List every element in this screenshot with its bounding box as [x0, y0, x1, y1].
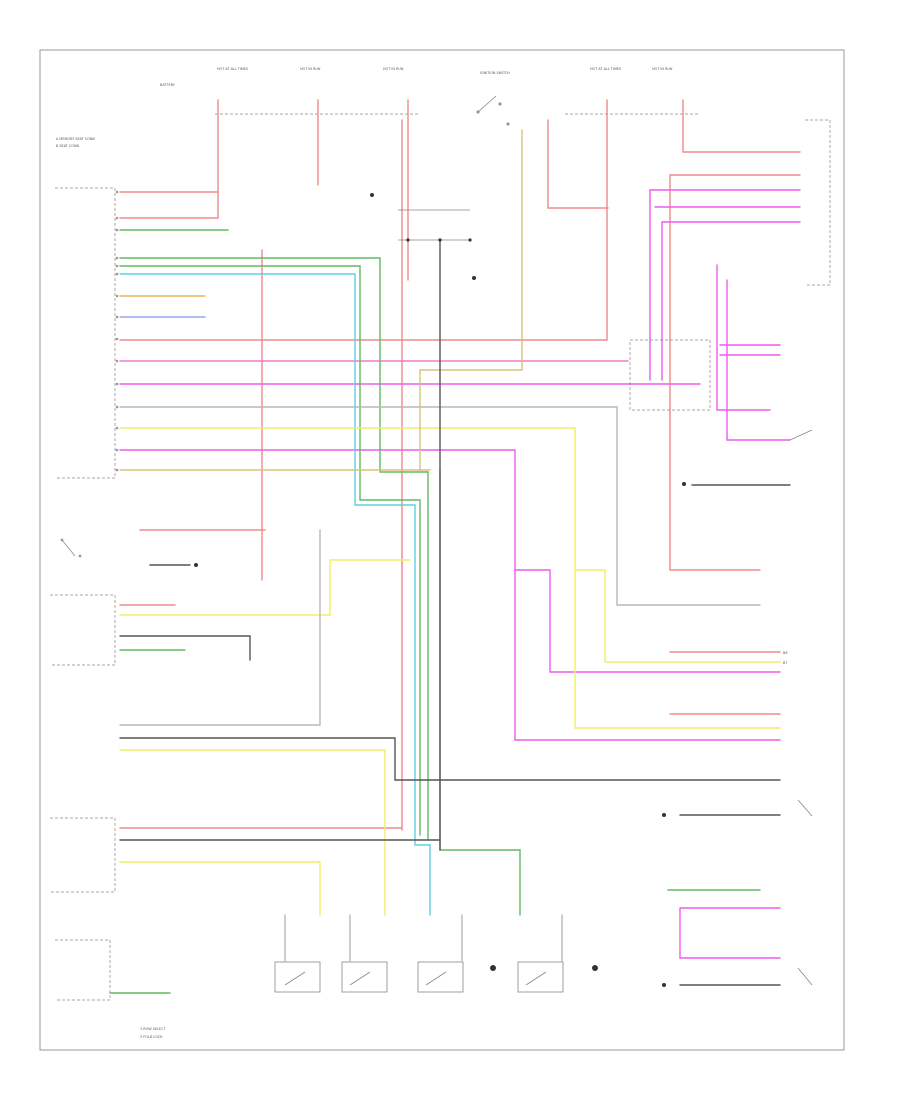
- splice-block: [370, 193, 476, 280]
- component-stubs: [284, 914, 563, 963]
- fold-switch-box: [55, 939, 111, 1001]
- wire-yellow-left-low: [119, 749, 386, 916]
- pin-b7: B7: [783, 661, 787, 665]
- wire-pink-low: [514, 569, 781, 741]
- wire-red-fuse4: [119, 99, 608, 341]
- right-top-module: [805, 119, 831, 286]
- fuse-label-3: HOT IN RUN: [383, 67, 404, 71]
- wire-black-seat: [119, 635, 251, 661]
- wire-yellow-1: [119, 427, 781, 663]
- ignition-switch: [476, 95, 510, 126]
- wire-green-2: [119, 265, 421, 836]
- wire-green-3: [439, 469, 521, 916]
- battery-label: BATTERY: [160, 83, 176, 87]
- wire-green-1: [119, 257, 429, 841]
- wire-black-2: [119, 737, 781, 781]
- wire-red-down-right: [669, 174, 761, 571]
- wire-pink-v3: [716, 264, 771, 411]
- wire-yellow-2: [574, 569, 781, 729]
- memory-seat-module: A MEMORY SEAT CONN B SEAT CONN: [55, 137, 116, 479]
- wire-pink-v4: [726, 279, 791, 441]
- right-switches: [662, 429, 813, 987]
- key-note-2: 2 FOLD LOCK: [140, 1035, 163, 1039]
- passenger-module: [50, 817, 116, 893]
- module-pins: [115, 190, 119, 472]
- lumbar-module: [50, 594, 116, 666]
- bottom-components: [274, 961, 598, 993]
- fuse-label-4: HOT AT ALL TIMES: [590, 67, 621, 71]
- key-note-1: 1 ROW SELECT: [140, 1027, 166, 1031]
- wire-yellow-left: [119, 559, 411, 616]
- wire-olive-ign: [419, 129, 523, 471]
- ignition-switch-label: IGNITION SWITCH: [480, 71, 510, 75]
- seat-switch-left: [60, 538, 198, 567]
- wire-gray-2: [119, 529, 321, 726]
- fuse-label-2: HOT IN RUN: [300, 67, 321, 71]
- wire-cyan-1: [119, 273, 431, 916]
- pin-note-2: B SEAT CONN: [56, 144, 79, 148]
- pin-b6: B6: [783, 651, 787, 655]
- right-mid-module: [629, 339, 711, 411]
- diagram-frame: [39, 49, 845, 1051]
- wire-red-fuse5: [682, 99, 801, 153]
- wire-pink-rh: [679, 907, 781, 959]
- pin-note-1: A MEMORY SEAT CONN: [56, 137, 95, 141]
- wire-pink-long: [119, 449, 781, 673]
- wire-gray-1: [119, 406, 761, 606]
- fuse-label-5: HOT IN RUN: [652, 67, 673, 71]
- fuse-labels: HOT AT ALL TIMES HOT IN RUN HOT IN RUN H…: [160, 67, 673, 87]
- wire-red-ign: [547, 119, 609, 209]
- wire-yellow-pass: [119, 861, 321, 916]
- fuse-label-1: HOT AT ALL TIMES: [217, 67, 248, 71]
- wire-red-fuse1: [119, 99, 219, 219]
